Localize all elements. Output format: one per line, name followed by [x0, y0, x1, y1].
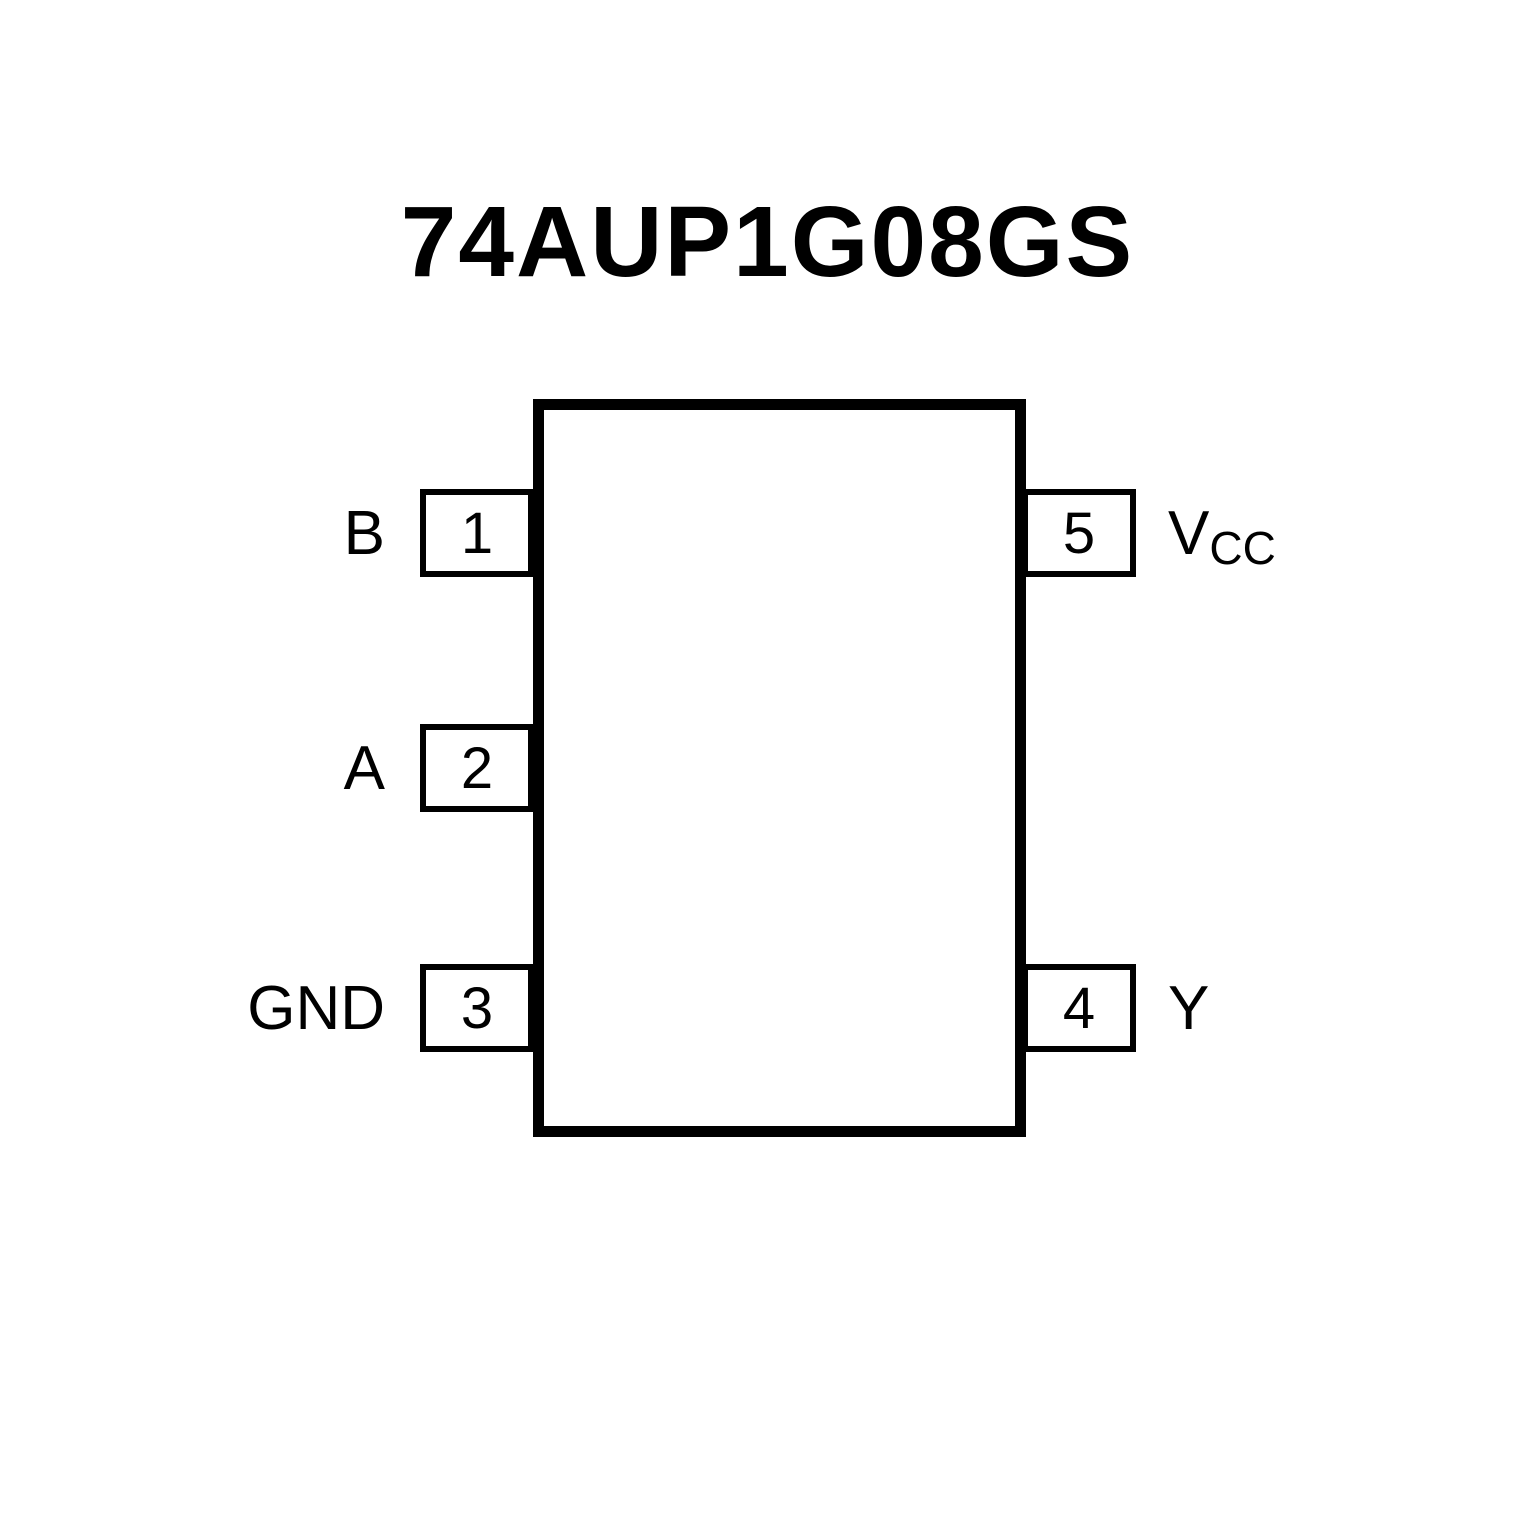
pin-box-4: 4	[1022, 964, 1136, 1052]
pin-label-y-main: Y	[1168, 973, 1210, 1043]
pin-box-2: 2	[420, 724, 534, 812]
pin-number-5: 5	[1062, 500, 1096, 566]
pin-box-5: 5	[1022, 489, 1136, 577]
pin-label-b: B	[344, 489, 385, 577]
pin-label-gnd: GND	[247, 964, 385, 1052]
pin-number-3: 3	[460, 975, 494, 1041]
pin-label-vcc: V CC	[1168, 489, 1276, 577]
pin-label-a-text: A	[343, 733, 385, 803]
pin-label-gnd-text: GND	[247, 973, 385, 1043]
pin-label-vcc-sub: CC	[1209, 522, 1276, 574]
pin-number-2: 2	[460, 735, 494, 801]
pin-number-1: 1	[460, 500, 494, 566]
pin-number-4: 4	[1062, 975, 1096, 1041]
ic-body	[533, 399, 1026, 1137]
pin-label-b-text: B	[343, 498, 385, 568]
page-title: 74AUP1G08GS	[400, 186, 1135, 298]
pin-label-vcc-main: V	[1168, 498, 1210, 568]
pin-label-a: A	[344, 724, 385, 812]
pin-box-1: 1	[420, 489, 534, 577]
pin-box-3: 3	[420, 964, 534, 1052]
pin-label-y: Y	[1168, 964, 1209, 1052]
